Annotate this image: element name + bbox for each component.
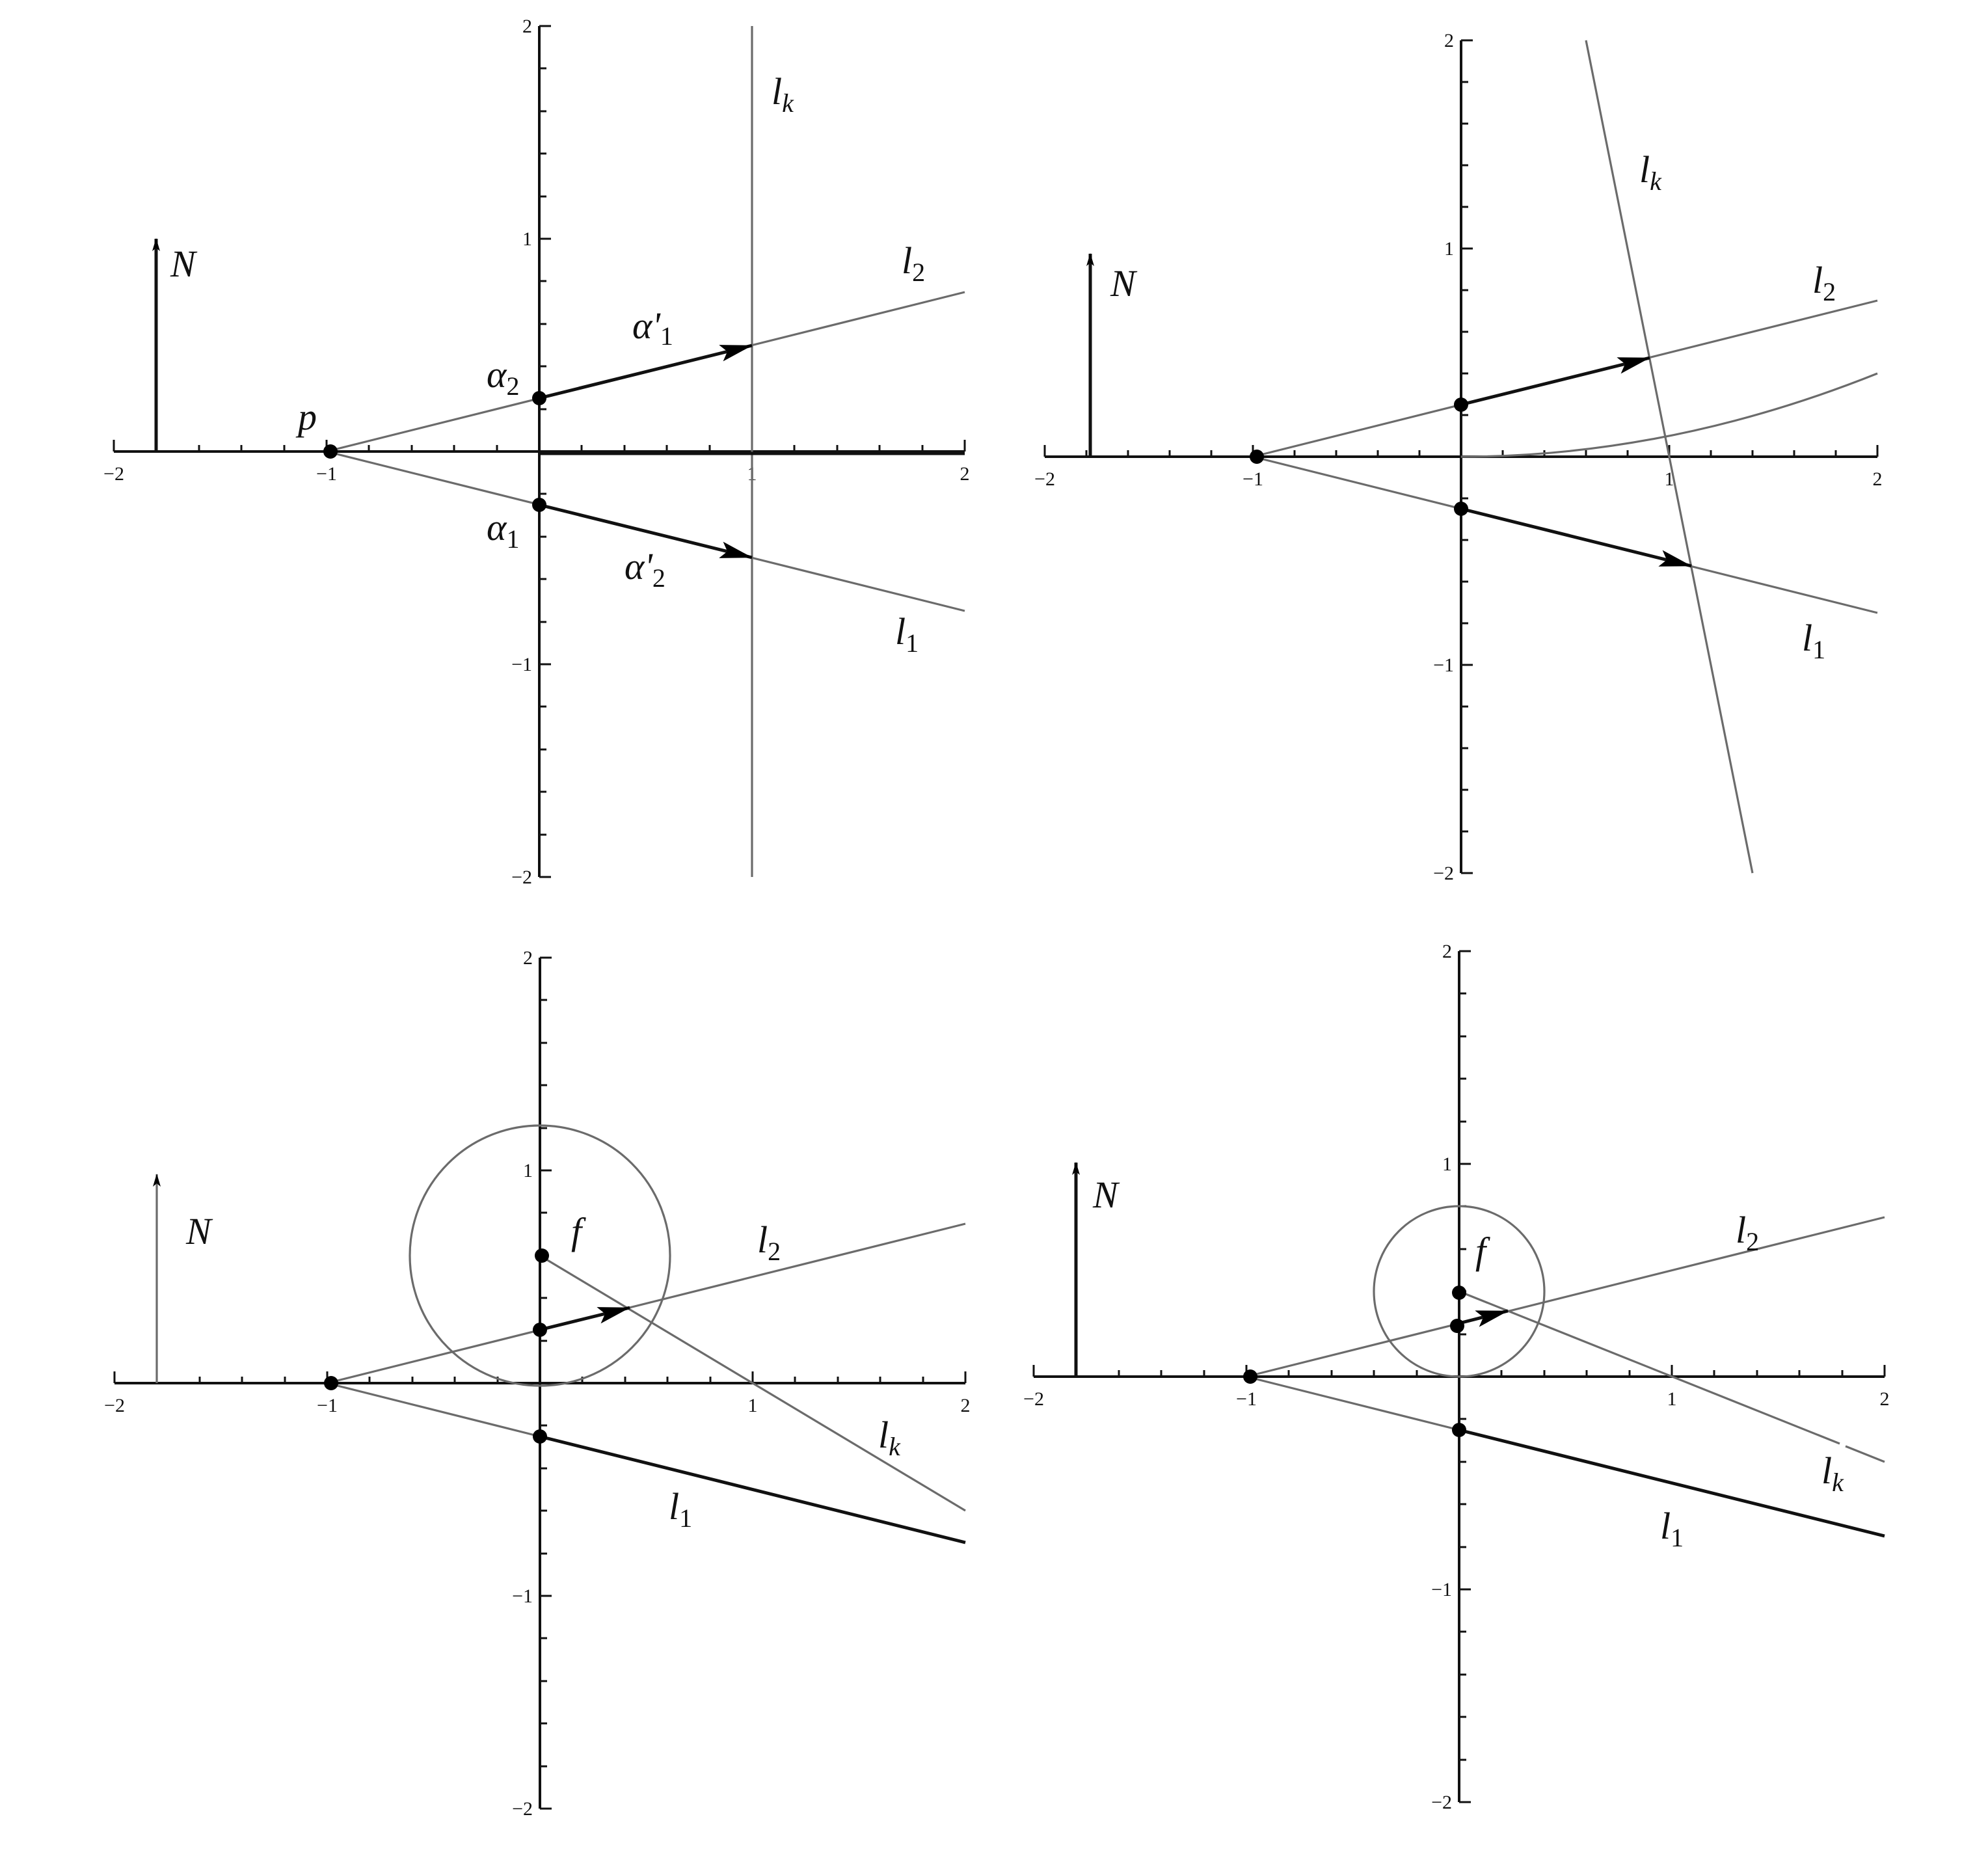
line-l1-bold xyxy=(1458,1428,1885,1538)
label-N: N xyxy=(1110,262,1138,304)
label-alpha1: α1 xyxy=(487,506,519,554)
x-tick-label: 2 xyxy=(960,463,970,485)
arrow-on-l2 xyxy=(1458,1309,1509,1327)
circle xyxy=(409,1124,671,1387)
panel-bottom-right: −2 −1 1 2 2 1 −1 −2 N f l2 lk l1 xyxy=(1023,941,1889,1813)
y-tick-label: 1 xyxy=(523,1160,533,1181)
x-ticks xyxy=(1043,445,1879,457)
y-tick-label: −1 xyxy=(1431,1579,1452,1600)
arrow-alpha2-prime xyxy=(539,503,753,559)
y-tick-label: 2 xyxy=(522,16,532,37)
label-N: N xyxy=(170,243,198,285)
point-f xyxy=(1452,1286,1466,1300)
x-tick-label: −2 xyxy=(104,1395,125,1416)
line-l1-bold xyxy=(539,1435,966,1544)
circle xyxy=(1373,1205,1546,1378)
y-ticks xyxy=(540,956,552,1810)
point-a2 xyxy=(533,1323,547,1337)
label-alpha1-prime: α'1 xyxy=(632,304,673,351)
label-lk: lk xyxy=(1821,1449,1844,1497)
y-tick-label: 1 xyxy=(1442,1153,1452,1175)
label-l2: l2 xyxy=(902,239,925,287)
line-l2 xyxy=(1246,1216,1885,1378)
x-tick-label: 2 xyxy=(961,1395,971,1416)
label-l1: l1 xyxy=(669,1485,692,1533)
label-l1: l1 xyxy=(1660,1505,1684,1552)
y-ticks xyxy=(539,25,551,878)
x-tick-label: −1 xyxy=(1236,1388,1257,1410)
panel-top-left: −2 −1 1 2 2 1 −1 −2 N p α2 α1 α'1 α'2 lk… xyxy=(103,16,969,888)
arrow-on-l2 xyxy=(539,1306,630,1332)
label-lk: lk xyxy=(878,1414,901,1461)
y-tick-label: −2 xyxy=(511,867,532,888)
line-l1-left xyxy=(327,1382,541,1438)
line-lk xyxy=(539,1254,966,1512)
line-lk xyxy=(1585,40,1754,874)
point-f xyxy=(535,1248,549,1263)
label-f: f xyxy=(571,1210,586,1252)
x-tick-label: 1 xyxy=(748,1395,758,1416)
y-tick-label: 2 xyxy=(1444,30,1454,51)
arrow-on-l1 xyxy=(1460,507,1692,568)
line-lk-end xyxy=(1845,1445,1885,1463)
y-tick-label: 2 xyxy=(523,947,533,969)
line-lk xyxy=(1458,1290,1840,1445)
y-tick-label: −1 xyxy=(511,654,532,675)
x-tick-label: 2 xyxy=(1873,468,1883,490)
x-tick-label: −2 xyxy=(1034,468,1055,490)
label-N: N xyxy=(185,1210,213,1252)
panel-bottom-left: −2 −1 1 2 2 1 −1 −2 N f l2 lk l1 xyxy=(104,947,970,1820)
y-tick-label: −2 xyxy=(512,1798,533,1820)
label-alpha2: α2 xyxy=(487,353,519,401)
line-l1-left xyxy=(1246,1375,1460,1431)
label-l1: l1 xyxy=(1802,617,1825,664)
y-tick-label: −2 xyxy=(1433,863,1454,884)
point-a2 xyxy=(1454,398,1468,412)
y-tick-label: 1 xyxy=(1444,238,1454,260)
label-N: N xyxy=(1092,1174,1120,1216)
point-a1 xyxy=(533,1429,547,1444)
y-tick-label: −2 xyxy=(1431,1792,1452,1813)
label-l2: l2 xyxy=(757,1219,781,1266)
curve-parabola xyxy=(1460,372,1878,458)
label-alpha2-prime: α'2 xyxy=(625,545,665,593)
arrow-alpha1-prime xyxy=(539,344,753,400)
y-tick-label: 2 xyxy=(1442,941,1452,962)
point-alpha1 xyxy=(532,498,546,512)
x-ticks xyxy=(1032,1365,1886,1377)
label-l2: l2 xyxy=(1736,1209,1759,1256)
point-p xyxy=(324,1376,338,1390)
x-tick-label: −1 xyxy=(316,463,337,485)
point-p xyxy=(1250,450,1264,464)
point-p xyxy=(323,444,338,459)
x-tick-label: −2 xyxy=(103,463,124,485)
point-a1 xyxy=(1454,502,1468,516)
x-tick-label: −1 xyxy=(1242,468,1263,490)
point-p xyxy=(1243,1369,1257,1384)
y-tick-label: −1 xyxy=(512,1585,533,1607)
x-tick-label: 1 xyxy=(1667,1388,1677,1410)
y-ticks xyxy=(1461,39,1473,874)
y-tick-label: −1 xyxy=(1433,654,1454,676)
label-lk: lk xyxy=(772,70,794,118)
label-l2: l2 xyxy=(1812,259,1836,306)
label-l1: l1 xyxy=(895,610,919,658)
point-a2 xyxy=(1450,1319,1464,1333)
y-tick-label: 1 xyxy=(522,228,532,250)
x-tick-label: 2 xyxy=(1880,1388,1890,1410)
x-tick-label: −2 xyxy=(1023,1388,1044,1410)
label-p: p xyxy=(295,396,317,438)
point-alpha2 xyxy=(532,391,546,405)
label-lk: lk xyxy=(1639,148,1662,196)
point-a1 xyxy=(1452,1423,1466,1437)
line-l2 xyxy=(327,1222,966,1384)
arrow-on-l2 xyxy=(1460,356,1650,407)
panel-top-right: −2 −1 1 2 2 1 −1 −2 N lk l2 l1 xyxy=(1034,30,1882,884)
label-f: f xyxy=(1475,1230,1490,1272)
x-tick-label: −1 xyxy=(317,1395,338,1416)
